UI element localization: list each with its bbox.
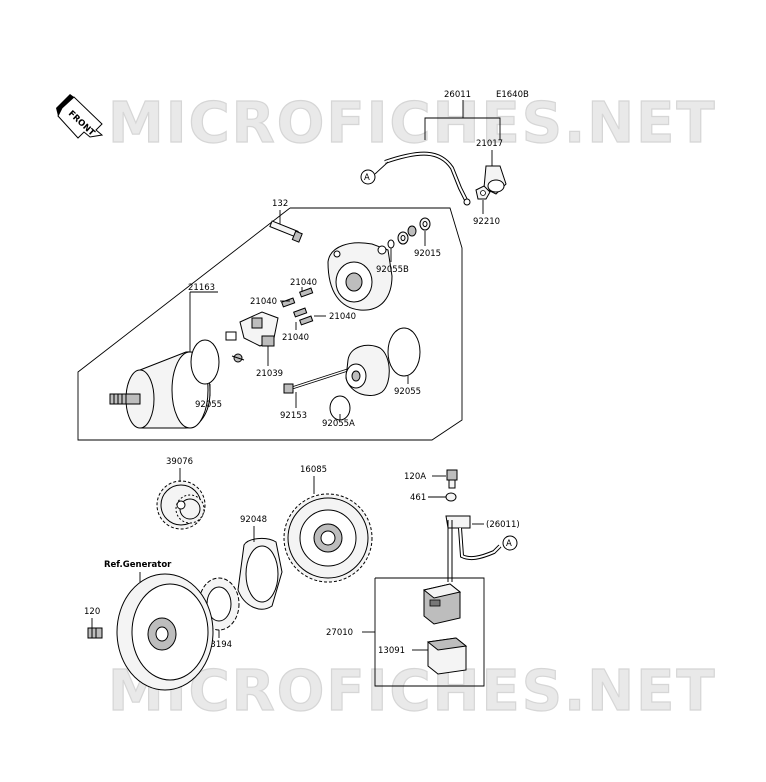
diagram-code: E1640B [496, 90, 529, 100]
label-120A: 120A [404, 472, 426, 482]
terminal-cover-21017 [483, 165, 507, 195]
relay-assembly-frame [374, 577, 485, 687]
label-13091: 13091 [378, 646, 405, 656]
ref-generator-label: Ref.Generator [104, 560, 172, 570]
label-461: 461 [410, 493, 426, 503]
label-21017: 21017 [476, 139, 503, 149]
o-ring-92055b [387, 239, 395, 249]
relay-cover-13091 [426, 637, 468, 675]
label-21040-a: 21040 [250, 297, 277, 307]
idle-gear-39076 [156, 480, 206, 530]
label-92153: 92153 [280, 411, 307, 421]
brush-springs-21040 [281, 287, 314, 326]
label-21040-b: 21040 [290, 278, 317, 288]
front-arrow-icon: FRONT [56, 94, 104, 139]
starter-relay-27010 [422, 583, 462, 625]
label-92055B: 92055B [376, 265, 409, 275]
watermark-top: MICROFICHES.NET [108, 91, 717, 156]
label-21039: 21039 [256, 369, 283, 379]
label-16085: 16085 [300, 465, 327, 475]
label-92055-right: 92055 [394, 387, 421, 397]
washer-461 [445, 492, 457, 502]
label-21163: 21163 [188, 283, 215, 293]
bolt-120a [446, 469, 458, 489]
label-92015: 92015 [414, 249, 441, 259]
brush-holder [225, 311, 279, 363]
o-ring-92055-right [387, 327, 421, 377]
washer-92015 [397, 217, 431, 245]
label-92055-left: 92055 [195, 400, 222, 410]
label-92210: 92210 [473, 217, 500, 227]
callout-a-top [360, 169, 376, 185]
label-39076: 39076 [166, 457, 193, 467]
label-92055A: 92055A [322, 419, 355, 429]
label-21040-d: 21040 [282, 333, 309, 343]
label-120: 120 [84, 607, 100, 617]
starter-clutch-gear-16085 [283, 493, 373, 583]
bolt-120 [87, 627, 103, 639]
starter-rear-cover [327, 242, 393, 311]
watermark-bottom: MICROFICHES.NET [108, 659, 717, 724]
o-ring-92055-left [190, 339, 220, 385]
clutch-cover-92048 [237, 537, 283, 610]
callout-a-top-label: A [364, 173, 370, 183]
label-26011-ref: (26011) [486, 520, 520, 530]
assembly-frame-21163 [77, 207, 463, 441]
nut-92210 [475, 185, 491, 200]
starter-cable-26011 [384, 151, 471, 206]
generator-rotor [116, 573, 214, 691]
label-27010: 27010 [326, 628, 353, 638]
callout-a-bottom [502, 535, 518, 551]
starter-front-cover [345, 344, 390, 396]
label-26011: 26011 [444, 90, 471, 100]
label-132: 132 [272, 199, 288, 209]
bolt-132 [269, 220, 303, 243]
label-13194: 13194 [205, 640, 232, 650]
callout-a-bottom-label: A [506, 539, 512, 549]
relay-cable-26011 [445, 515, 502, 582]
label-21040-c: 21040 [329, 312, 356, 322]
label-92048: 92048 [240, 515, 267, 525]
